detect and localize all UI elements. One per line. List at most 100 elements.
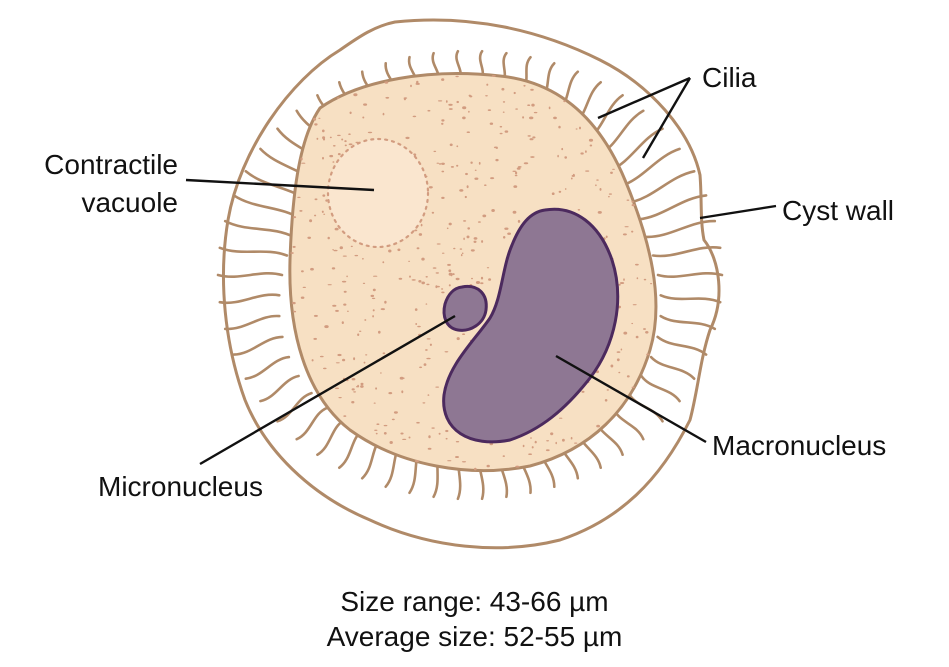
stipple-dot: [313, 117, 317, 121]
stipple-dot: [448, 272, 453, 276]
stipple-dot: [610, 171, 613, 174]
stipple-dot: [429, 343, 432, 346]
stipple-dot: [356, 386, 360, 388]
stipple-dot: [413, 153, 417, 156]
stipple-dot: [290, 252, 294, 254]
stipple-dot: [448, 222, 452, 226]
stipple-dot: [322, 194, 326, 197]
stipple-dot: [422, 402, 426, 404]
stipple-dot: [359, 330, 362, 332]
stipple-dot: [311, 359, 314, 362]
cilia-leader-1: [597, 76, 691, 120]
stipple-dot: [383, 432, 387, 435]
stipple-dot: [463, 220, 467, 222]
stipple-dot: [342, 358, 346, 362]
stipple-dot: [516, 167, 521, 170]
stipple-dot: [489, 122, 494, 125]
stipple-dot: [504, 130, 509, 133]
stipple-dot: [409, 275, 411, 278]
stipple-dot: [496, 147, 498, 149]
stipple-dot: [550, 432, 554, 436]
stipple-dot: [418, 233, 423, 236]
stipple-dot: [480, 276, 484, 280]
cilium: [218, 293, 281, 305]
stipple-dot: [417, 325, 421, 328]
stipple-dot: [374, 429, 378, 431]
stipple-dot: [530, 88, 534, 91]
stipple-dot: [491, 75, 496, 77]
stipple-dot: [477, 221, 481, 223]
stipple-dot: [410, 84, 412, 88]
stipple-dot: [329, 154, 334, 158]
cilium: [276, 391, 313, 423]
stipple-dot: [522, 116, 525, 119]
stipple-dot: [343, 303, 347, 306]
stipple-dot: [527, 104, 531, 106]
stipple-dot: [300, 157, 303, 161]
stipple-dot: [445, 100, 448, 103]
stipple-dot: [370, 294, 375, 298]
stipple-dot: [605, 235, 608, 239]
stipple-dot: [502, 101, 506, 103]
stipple-dot: [423, 363, 427, 366]
stipple-dot: [558, 190, 562, 193]
stipple-dot: [618, 283, 621, 286]
stipple-dot: [481, 240, 484, 243]
stipple-dot: [612, 168, 615, 170]
stipple-dot: [415, 82, 420, 85]
stipple-dot: [459, 248, 463, 250]
stipple-dot: [575, 128, 578, 130]
stipple-dot: [448, 269, 452, 273]
stipple-dot: [631, 200, 634, 203]
stipple-dot: [426, 357, 431, 360]
stipple-dot: [384, 300, 387, 304]
cyst-wall-label: Cyst wall: [782, 195, 894, 226]
stipple-dot: [532, 136, 536, 139]
stipple-dot: [574, 442, 578, 444]
stipple-dot: [373, 275, 378, 277]
stipple-dot: [515, 465, 520, 468]
cilium: [645, 219, 717, 239]
stipple-dot: [528, 453, 532, 456]
stipple-dot: [372, 315, 374, 318]
stipple-dot: [388, 249, 392, 253]
stipple-dot: [529, 116, 534, 120]
stipple-dot: [307, 236, 312, 239]
stipple-dot: [580, 152, 584, 155]
stipple-dot: [441, 252, 445, 254]
stipple-dot: [619, 282, 625, 284]
stipple-dot: [299, 210, 303, 212]
stipple-dot: [597, 211, 602, 214]
stipple-dot: [461, 461, 467, 463]
stipple-dot: [329, 136, 332, 139]
stipple-dot: [626, 199, 630, 201]
stipple-dot: [425, 276, 428, 278]
stipple-dot: [350, 245, 353, 248]
stipple-dot: [435, 285, 440, 288]
stipple-dot: [388, 392, 393, 395]
stipple-dot: [469, 95, 473, 98]
stipple-dot: [534, 440, 537, 444]
stipple-dot: [604, 399, 608, 402]
cilium: [637, 194, 708, 221]
stipple-dot: [338, 397, 342, 399]
stipple-dot: [474, 177, 479, 180]
stipple-dot: [348, 143, 353, 146]
stipple-dot: [466, 235, 470, 239]
stipple-dot: [447, 460, 452, 462]
stipple-dot: [517, 219, 521, 223]
stipple-dot: [643, 278, 647, 281]
stipple-dot: [351, 388, 355, 391]
stipple-dot: [337, 153, 341, 156]
stipple-dot: [545, 449, 550, 452]
stipple-dot: [553, 116, 557, 120]
stipple-dot: [487, 109, 492, 111]
stipple-dot: [635, 335, 639, 339]
stipple-dot: [452, 273, 455, 276]
stipple-dot: [631, 386, 635, 388]
stipple-dot: [455, 456, 459, 458]
stipple-dot: [393, 411, 398, 414]
stipple-dot: [616, 358, 620, 362]
stipple-dot: [327, 284, 332, 286]
stipple-dot: [427, 447, 432, 450]
